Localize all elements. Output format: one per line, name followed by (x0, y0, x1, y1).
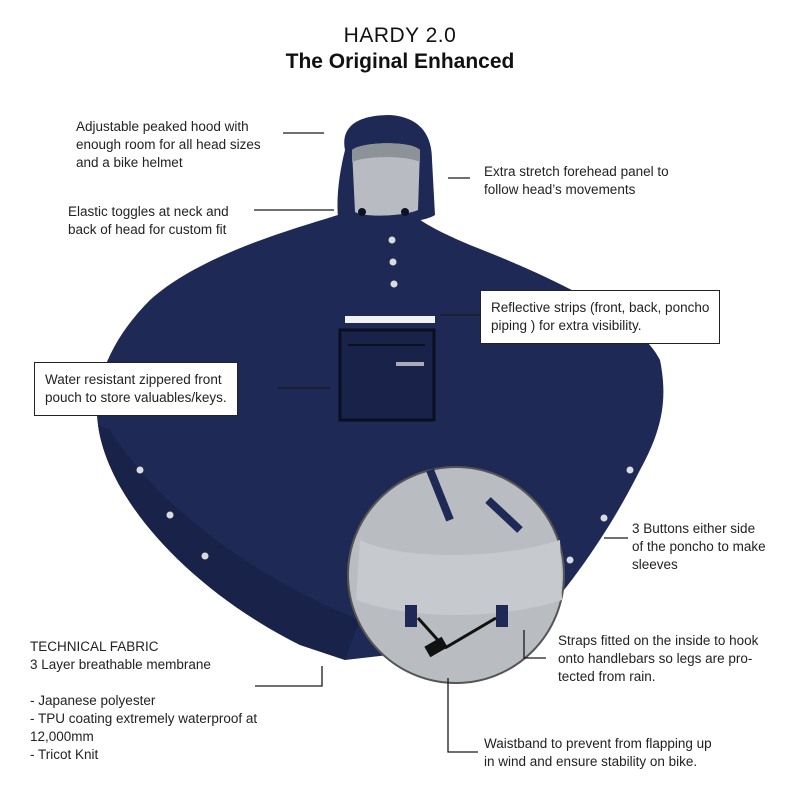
callout-text: back of head for custom fit (68, 222, 227, 237)
callout-reflective: Reflective strips (front, back, poncho p… (480, 290, 721, 344)
button-icon (388, 236, 396, 244)
callout-text: 3 Buttons either side (632, 521, 756, 536)
callout-straps: Straps fitted on the inside to hook onto… (558, 632, 758, 686)
side-button-icon (136, 466, 144, 474)
inset-tab (405, 605, 417, 627)
side-button-icon (166, 511, 174, 519)
pouch-icon (338, 328, 436, 422)
callout-forehead: Extra stretch forehead panel to follow h… (484, 163, 669, 199)
callout-text: sleeves (632, 557, 678, 572)
product-name: HARDY 2.0 (343, 24, 457, 47)
callout-text: in wind and ensure stability on bike. (484, 754, 698, 769)
inset-piping (426, 468, 454, 522)
callout-text: pouch to store valuables/keys. (45, 390, 227, 405)
buckle-icon (424, 636, 448, 658)
callout-fabric: TECHNICAL FABRIC 3 Layer breathable memb… (30, 638, 257, 764)
callout-text: Straps fitted on the inside to hook (558, 633, 759, 648)
strap-icon (444, 616, 497, 650)
callout-text: of the poncho to make (632, 539, 766, 554)
side-button-icon (626, 466, 634, 474)
callout-text: piping ) for extra visibility. (491, 318, 642, 333)
hood-lining-shadow (352, 143, 420, 162)
product-subtitle: The Original Enhanced (285, 50, 515, 73)
fabric-heading: TECHNICAL FABRIC (30, 639, 159, 654)
callout-text: - TPU coating extremely waterproof at (30, 711, 258, 726)
toggle-icon (358, 208, 366, 216)
pouch-label (396, 362, 424, 366)
button-icon (390, 280, 398, 288)
hood-lining (352, 143, 420, 216)
button-icon (389, 258, 397, 266)
callout-pouch: Water resistant zippered front pouch to … (34, 362, 238, 416)
callout-text: Reflective strips (front, back, poncho (491, 300, 710, 315)
side-button-icon (201, 552, 209, 560)
callout-text: and a bike helmet (76, 155, 183, 170)
callout-text: Water resistant zippered front (45, 372, 222, 387)
callout-text: follow head’s movements (484, 182, 636, 197)
poncho-shadow (98, 425, 360, 660)
callout-text: enough room for all head sizes (76, 137, 261, 152)
leader-line (447, 678, 478, 753)
spacer (30, 674, 257, 692)
callout-text: - Japanese polyester (30, 693, 156, 708)
callout-text: Adjustable peaked hood with (76, 119, 249, 134)
side-button-icon (566, 556, 574, 564)
callout-waistband: Waistband to prevent from flapping up in… (484, 735, 712, 771)
callout-text: 12,000mm (30, 729, 94, 744)
callout-hood: Adjustable peaked hood with enough room … (76, 118, 261, 172)
inset-tab (496, 605, 508, 627)
inset-lining-light (356, 540, 562, 615)
callout-toggles: Elastic toggles at neck and back of head… (68, 203, 229, 239)
toggle-icon (401, 208, 409, 216)
callout-text: tected from rain. (558, 669, 656, 684)
leader-line (255, 666, 323, 687)
callout-text: onto handlebars so legs are pro- (558, 651, 753, 666)
callout-text: Extra stretch forehead panel to (484, 164, 669, 179)
callout-text: - Tricot Knit (30, 747, 99, 762)
callout-text: Elastic toggles at neck and (68, 204, 229, 219)
callout-text: Waistband to prevent from flapping up (484, 736, 712, 751)
side-button-icon (600, 514, 608, 522)
leader-line (523, 630, 546, 659)
callout-text: 3 Layer breathable membrane (30, 657, 211, 672)
inset-piping (485, 497, 523, 533)
reflective-strip (345, 316, 435, 323)
callout-buttons: 3 Buttons either side of the poncho to m… (632, 520, 766, 574)
